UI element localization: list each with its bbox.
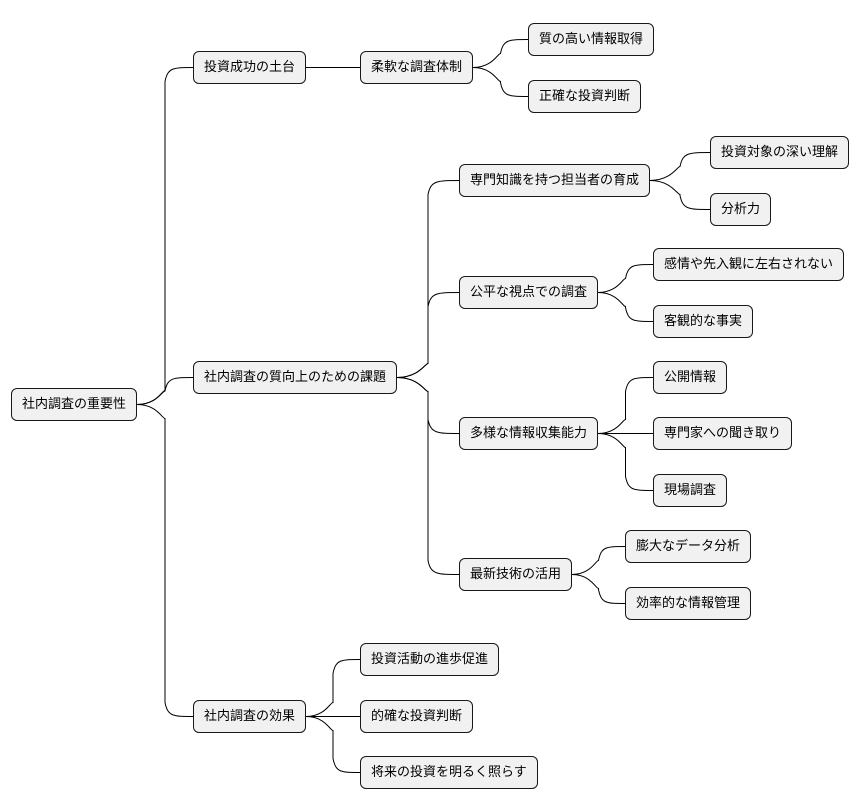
connector-root-to-quality-challenges [136,377,194,405]
connector-diverse-collection-to-public-info [597,377,654,434]
connector-root-to-investment-foundation [136,67,194,405]
node-no-bias: 感情や先入観に左右されない [653,248,845,281]
node-flexible-system: 柔軟な調査体制 [360,51,474,84]
connector-expert-training-to-analysis-skill [649,180,711,210]
node-objective-facts: 客観的な事実 [653,305,754,338]
node-effects: 社内調査の効果 [193,700,307,733]
node-analysis-skill: 分析力 [710,193,772,226]
node-progress: 投資活動の進歩促進 [360,643,500,676]
node-expert-training: 専門知識を持つ担当者の育成 [459,164,651,197]
node-big-data: 膨大なデータ分析 [625,530,752,563]
connector-flexible-system-to-quality-info [472,39,529,68]
connector-flexible-system-to-accurate-judgment [472,67,529,97]
node-info-management: 効率的な情報管理 [625,587,752,620]
node-expert-interview: 専門家への聞き取り [653,417,793,450]
connector-fair-view-to-no-bias [597,264,654,293]
node-diverse-collection: 多様な情報収集能力 [459,417,599,450]
node-root: 社内調査の重要性 [11,388,138,421]
connector-root-to-effects [136,404,194,717]
node-fair-view: 公平な視点での調査 [459,276,599,309]
node-public-info: 公開情報 [653,361,728,394]
connector-latest-tech-to-info-management [571,574,626,604]
connector-diverse-collection-to-field-survey [597,433,654,491]
connector-quality-challenges-to-latest-tech [396,377,460,575]
connector-latest-tech-to-big-data [571,546,626,575]
connector-expert-training-to-deep-understanding [649,152,711,181]
node-deep-understanding: 投資対象の深い理解 [710,136,850,169]
connector-fair-view-to-objective-facts [597,292,654,322]
node-quality-challenges: 社内調査の質向上のための課題 [193,361,398,394]
node-precise-judgment: 的確な投資判断 [360,700,474,733]
connector-effects-to-bright-future [305,716,361,773]
connector-effects-to-progress [305,659,361,717]
node-field-survey: 現場調査 [653,474,728,507]
node-bright-future: 将来の投資を明るく照らす [360,756,538,789]
connector-quality-challenges-to-fair-view [396,292,460,378]
node-investment-foundation: 投資成功の土台 [193,51,307,84]
node-latest-tech: 最新技術の活用 [459,558,573,591]
node-accurate-judgment: 正確な投資判断 [528,80,642,113]
node-quality-info: 質の高い情報取得 [528,23,655,56]
